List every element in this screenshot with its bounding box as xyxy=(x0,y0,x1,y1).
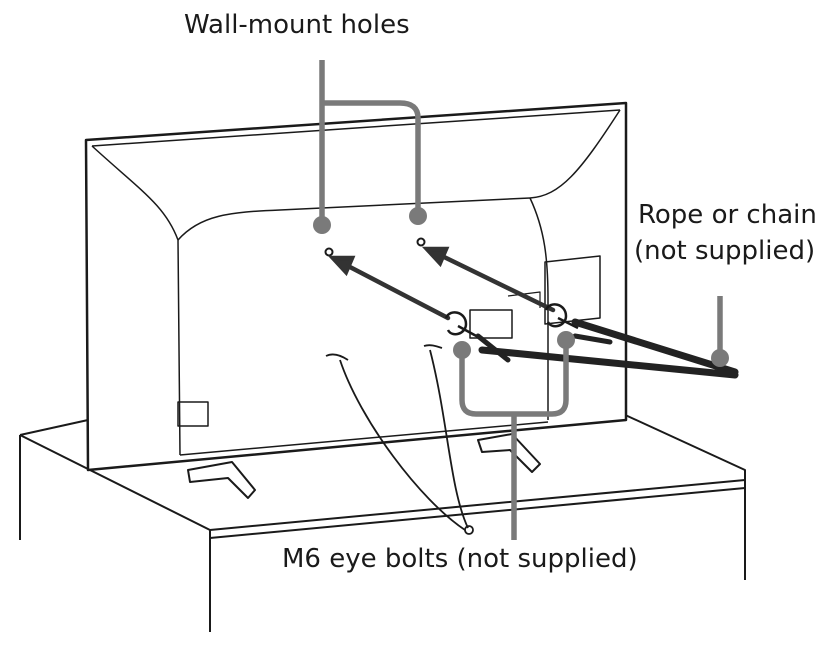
dot-mount-left xyxy=(313,216,331,234)
arrow-left-shaft xyxy=(345,263,451,321)
dot-rope xyxy=(711,349,729,367)
center-bracket xyxy=(469,309,513,339)
rope-or-chain-label: Rope or chain xyxy=(638,200,816,230)
callouts xyxy=(319,60,723,540)
wall-mount-holes-label: Wall-mount holes xyxy=(184,10,410,40)
tv-back-panel xyxy=(91,145,181,456)
dot-mount-right xyxy=(409,207,427,225)
side-terminal xyxy=(544,255,601,325)
tv-outline xyxy=(84,101,628,472)
mount-hole-right xyxy=(416,237,426,247)
cabinet-front-lip xyxy=(209,487,746,539)
rope-left-tail xyxy=(475,333,511,363)
mount-hook-right xyxy=(423,344,443,349)
tv-top-bevel xyxy=(91,109,621,147)
eye-bolts xyxy=(444,303,579,340)
cabinet-top-back-edge xyxy=(19,419,89,436)
cabinet xyxy=(19,384,746,632)
rope-right-tail xyxy=(572,333,613,345)
left-foot xyxy=(187,461,256,499)
mount-hook-left xyxy=(325,353,349,361)
cable-left xyxy=(339,359,466,531)
rope-upper xyxy=(571,318,739,376)
eye-bolt-right-shank xyxy=(557,316,579,330)
cable-clip xyxy=(464,525,474,535)
arrow-right-shaft xyxy=(439,253,556,313)
wall-mount-holes xyxy=(324,237,443,361)
eye-bolts-label: M6 eye bolts (not supplied) xyxy=(282,544,638,574)
tv-back-panel-right xyxy=(529,197,549,420)
mount-hole-left xyxy=(324,247,334,257)
dot-eye-bolt-right xyxy=(557,331,575,349)
tv-bottom-strip xyxy=(179,421,549,456)
arrow-left-head xyxy=(327,255,356,277)
rope-lower xyxy=(478,346,739,379)
cables xyxy=(339,349,474,535)
callout-wall-mount-branch xyxy=(322,100,421,210)
rope-not-supplied-label: (not supplied) xyxy=(634,236,816,266)
tv-body xyxy=(84,101,628,472)
cable-right xyxy=(429,349,469,529)
insertion-arrows xyxy=(327,246,556,321)
eye-bolt-left xyxy=(444,311,468,336)
arrow-right-head xyxy=(421,246,450,268)
callout-dots xyxy=(313,207,729,367)
eye-bolt-right xyxy=(544,303,568,328)
dot-eye-bolt-left xyxy=(453,341,471,359)
terminal-cover xyxy=(177,401,209,427)
ropes xyxy=(475,318,739,379)
right-foot xyxy=(477,433,541,473)
